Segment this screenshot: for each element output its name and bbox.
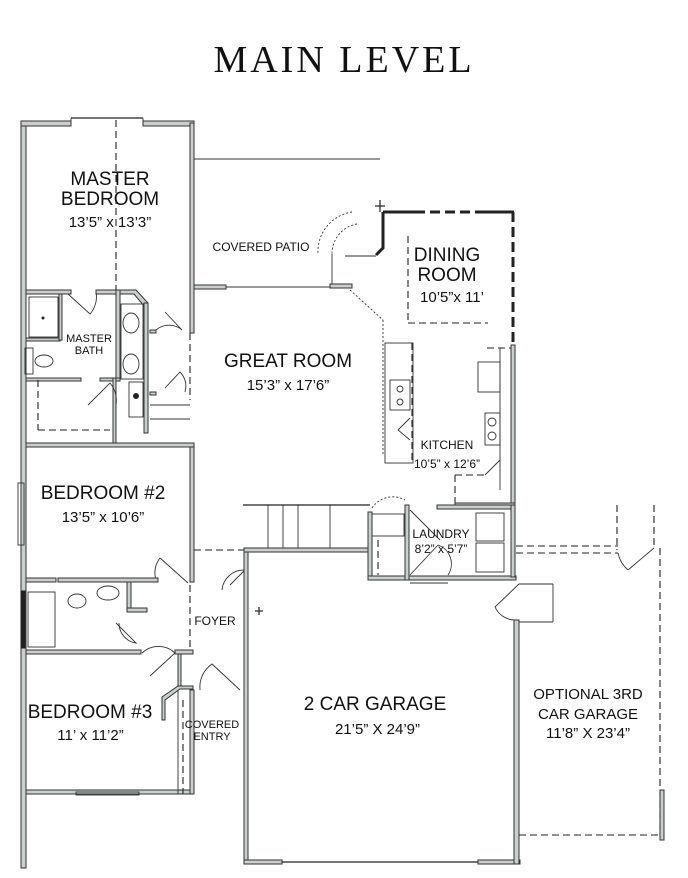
page-title: MAIN LEVEL	[213, 39, 475, 81]
master-bedroom-dims: 13’5” x 13’3”	[68, 214, 152, 231]
covered-entry-label: COVERED ENTRY	[182, 719, 242, 743]
master-bedroom-name-line1: MASTER	[70, 169, 150, 190]
master-bedroom-label: MASTER BEDROOM	[40, 170, 180, 210]
two-car-garage-label: 2 CAR GARAGE	[303, 694, 447, 715]
two-car-garage-dims: 21’5” X 24’9”	[334, 721, 421, 738]
dining-room-dims: 10’5”x 11’	[420, 289, 484, 306]
kitchen-label: KITCHEN	[420, 438, 474, 452]
laundry-label: LAUNDRY	[412, 527, 470, 541]
master-bath-name-line1: MASTER	[66, 333, 112, 345]
kitchen-dims: 10’5” x 12’6”	[413, 457, 481, 471]
great-room-label: GREAT ROOM	[223, 351, 353, 372]
optional-garage-dims: 11’8” X 23’4”	[546, 725, 630, 742]
dining-room-label: DINING ROOM	[397, 246, 497, 286]
covered-entry-name-line2: ENTRY	[193, 730, 231, 743]
covered-entry-name-line1: COVERED	[184, 719, 240, 731]
laundry-dims: 8’2” x 5’7”	[414, 542, 468, 556]
bedroom-3-label: BEDROOM #3	[27, 702, 153, 723]
bedroom-2-label: BEDROOM #2	[40, 483, 166, 504]
great-room-dims: 15’3” x 17’6”	[246, 377, 330, 394]
dining-room-name-line1: DINING	[413, 245, 481, 266]
optional-garage-name-line2: CAR GARAGE	[537, 705, 639, 723]
master-bath-label: MASTER BATH	[58, 333, 120, 357]
optional-garage-name-line1: OPTIONAL 3RD	[533, 686, 643, 703]
master-bath-name-line2: BATH	[74, 344, 104, 357]
bedroom-3-dims: 11’ x 11’2”	[57, 727, 124, 744]
master-bedroom-name-line2: BEDROOM	[60, 188, 160, 210]
dining-room-name-line2: ROOM	[417, 264, 477, 286]
foyer-label: FOYER	[194, 614, 236, 628]
covered-patio-label: COVERED PATIO	[212, 240, 310, 254]
west-exterior-wall	[20, 122, 27, 869]
bedroom-2-dims: 13’5” x 10’6”	[61, 509, 145, 526]
optional-garage-label: OPTIONAL 3RD CAR GARAGE 11’8” X 23’4”	[518, 685, 658, 744]
